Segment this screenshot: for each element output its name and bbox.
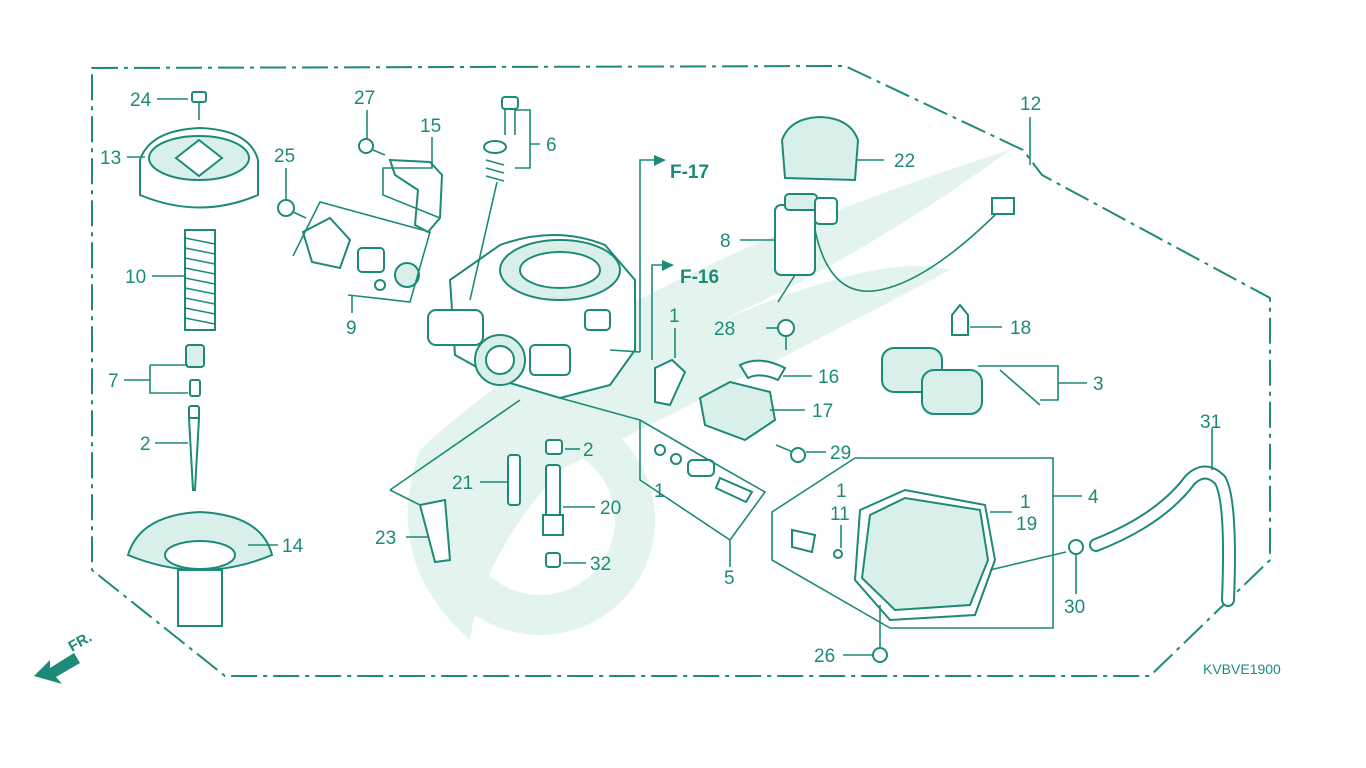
callout-10: 10: [125, 267, 146, 288]
callout-32: 32: [590, 554, 611, 575]
callout-25: 25: [274, 146, 295, 167]
callout-2a: 2: [140, 434, 151, 455]
callout-20: 20: [600, 498, 621, 519]
assembly-outline: [91, 64, 1271, 677]
callout-16: 16: [818, 367, 839, 388]
part-screw-11: [791, 528, 843, 559]
callout-26: 26: [814, 646, 835, 667]
part-needle-holder-7: [185, 344, 205, 397]
front-label: FR.: [66, 629, 95, 656]
callout-19: 19: [1016, 514, 1037, 535]
part-carburetor-body: [427, 234, 641, 400]
part-cap-22: [780, 115, 860, 182]
part-gasket-1: [654, 358, 687, 407]
callout-21: 21: [452, 473, 473, 494]
callout-1d: 1: [1020, 492, 1031, 513]
part-screw-25: [277, 199, 307, 219]
callout-14: 14: [282, 536, 304, 557]
callout-27: 27: [354, 88, 375, 109]
front-direction-arrow: FR.: [34, 629, 95, 684]
part-clip-30: [1068, 539, 1084, 555]
ref-f17: F-17: [670, 162, 709, 183]
callout-1a: 1: [669, 306, 680, 327]
part-screw-27: [358, 138, 386, 156]
callout-1b: 1: [654, 481, 665, 502]
callout-8: 8: [720, 231, 731, 252]
callout-23: 23: [375, 528, 396, 549]
callout-18: 18: [1010, 318, 1031, 339]
callout-11: 11: [830, 504, 850, 525]
part-screw-29: [775, 444, 806, 463]
part-diaphragm-14: [126, 510, 274, 627]
part-jet-21: [507, 454, 521, 506]
ref-f16: F-16: [680, 267, 719, 288]
part-spring-10: [184, 229, 216, 331]
ref-f17-arrow: [654, 155, 666, 166]
callout-2b: 2: [583, 440, 594, 461]
callout-24: 24: [130, 90, 152, 111]
part-jet-needle-2: [187, 405, 201, 491]
part-needle-jet-20: [542, 464, 564, 536]
part-drain-tube-31: [1089, 465, 1236, 607]
part-cap-2b: [545, 439, 563, 455]
part-screw-24: [191, 91, 207, 120]
callout-30: 30: [1064, 597, 1085, 618]
ref-f16-arrow: [662, 260, 674, 271]
callout-5: 5: [724, 568, 735, 589]
callout-12: 12: [1020, 94, 1041, 115]
part-auto-bystarter-8: [774, 193, 1015, 303]
part-float-3: [881, 347, 1041, 415]
callout-9: 9: [346, 318, 357, 339]
part-screw-set-6: [483, 96, 519, 182]
callout-17: 17: [812, 401, 833, 422]
part-plate-16: [738, 359, 787, 382]
callout-29: 29: [830, 443, 851, 464]
callout-3: 3: [1093, 374, 1104, 395]
callout-6: 6: [546, 135, 557, 156]
part-tube-23: [418, 498, 452, 564]
callout-28: 28: [714, 319, 735, 340]
part-fixing-plate-17: [698, 380, 777, 442]
part-carb-top-13: [139, 126, 259, 209]
part-float-chamber-set-4: [853, 488, 997, 622]
part-cover-set-9: [301, 216, 420, 291]
callout-7: 7: [108, 371, 119, 392]
leader-lines: [124, 98, 1213, 656]
part-bracket-15: [388, 158, 444, 234]
callout-1c: 1: [836, 481, 847, 502]
callout-31: 31: [1200, 412, 1221, 433]
callout-13: 13: [100, 148, 121, 169]
callout-labels: 24 13 10 7 2 14 27 15 25 9 6 F-17 F-16 1…: [100, 88, 1221, 667]
callout-4: 4: [1088, 487, 1099, 508]
diagram-code: KVBVE1900: [1203, 661, 1281, 677]
callout-22: 22: [894, 151, 915, 172]
part-main-jet-32: [545, 552, 561, 568]
part-valve-18: [951, 303, 969, 336]
part-screw-set-5: [654, 444, 754, 504]
callout-15: 15: [420, 116, 441, 137]
